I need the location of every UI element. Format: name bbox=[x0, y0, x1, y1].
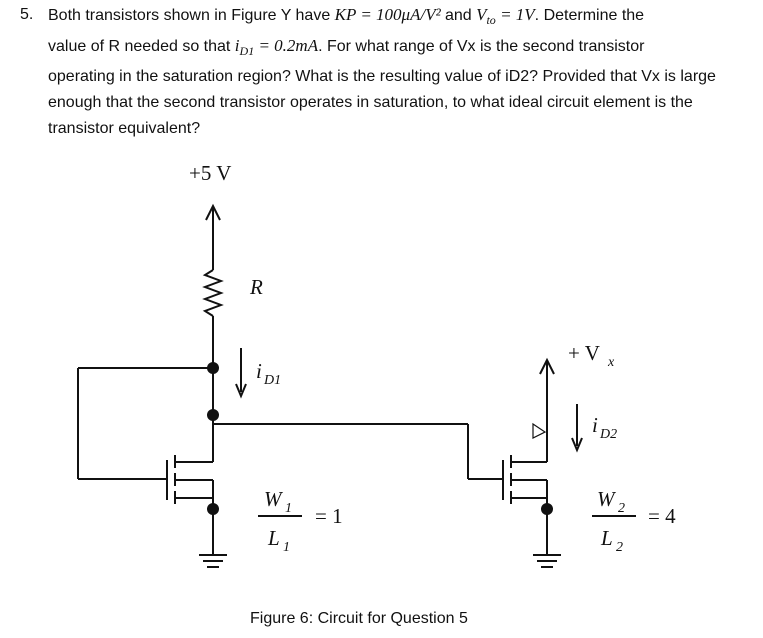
resistor-r bbox=[202, 269, 224, 317]
vx-label: + V bbox=[568, 341, 600, 365]
w2-subscript: 2 bbox=[618, 501, 625, 516]
vto-subscript: to bbox=[486, 13, 496, 28]
question-line-5: transistor equivalent? bbox=[48, 120, 201, 138]
text-segment: Both transistors shown in Figure Y have bbox=[48, 7, 335, 24]
resistor-label: R bbox=[249, 275, 263, 299]
id2-arrow-head bbox=[571, 437, 583, 453]
vx-arrow bbox=[539, 357, 555, 375]
id2-subscript: D2 bbox=[599, 427, 617, 442]
id1-value: = 0.2mA bbox=[254, 36, 319, 56]
question-line-3: operating in the saturation region? What… bbox=[48, 68, 716, 86]
question-line-2: value of R needed so that iD1 = 0.2mA. F… bbox=[48, 33, 753, 64]
w2-label: W bbox=[597, 487, 617, 511]
text-segment: value of R needed so that bbox=[48, 38, 235, 56]
id1-subscript: D1 bbox=[263, 373, 281, 388]
vx-subscript: x bbox=[607, 355, 615, 370]
id1-symbol: i bbox=[234, 36, 240, 56]
cursor-icon bbox=[532, 422, 547, 439]
id1-subscript: D1 bbox=[239, 44, 255, 59]
node-dot-1 bbox=[207, 362, 219, 374]
text-segment: . Determine the bbox=[534, 7, 645, 24]
id1-arrow-head bbox=[235, 383, 247, 399]
vto-value: = 1V bbox=[495, 5, 535, 24]
l2-subscript: 2 bbox=[616, 540, 623, 555]
vto-symbol: V bbox=[476, 5, 487, 24]
m2-source-dot bbox=[541, 503, 553, 515]
kp-expression: KP = 100μA/V² bbox=[334, 5, 445, 24]
w1-label: W bbox=[264, 487, 284, 511]
question-number: 5. bbox=[20, 6, 34, 23]
figure-caption: Figure 6: Circuit for Question 5 bbox=[250, 610, 468, 627]
l2-label: L bbox=[600, 526, 613, 550]
w1-subscript: 1 bbox=[285, 501, 292, 516]
id1-label: i bbox=[256, 359, 262, 383]
question-body: Both transistors shown in Figure Y have … bbox=[48, 2, 753, 142]
text-segment: . For what range of Vx is the second tra… bbox=[318, 38, 645, 56]
supply-arrow bbox=[205, 203, 221, 221]
node-dot-2 bbox=[207, 409, 219, 421]
question-line-4: enough that the second transistor operat… bbox=[48, 94, 693, 112]
l1-subscript: 1 bbox=[283, 540, 290, 555]
ratio1-value: = 1 bbox=[315, 504, 343, 528]
l1-label: L bbox=[267, 526, 280, 550]
id2-label: i bbox=[592, 413, 598, 437]
m1-source-dot bbox=[207, 503, 219, 515]
supply-label: +5 V bbox=[189, 161, 231, 185]
ratio2-value: = 4 bbox=[648, 504, 676, 528]
question-line-1: Both transistors shown in Figure Y have … bbox=[48, 2, 753, 33]
text-segment: and bbox=[444, 7, 477, 24]
